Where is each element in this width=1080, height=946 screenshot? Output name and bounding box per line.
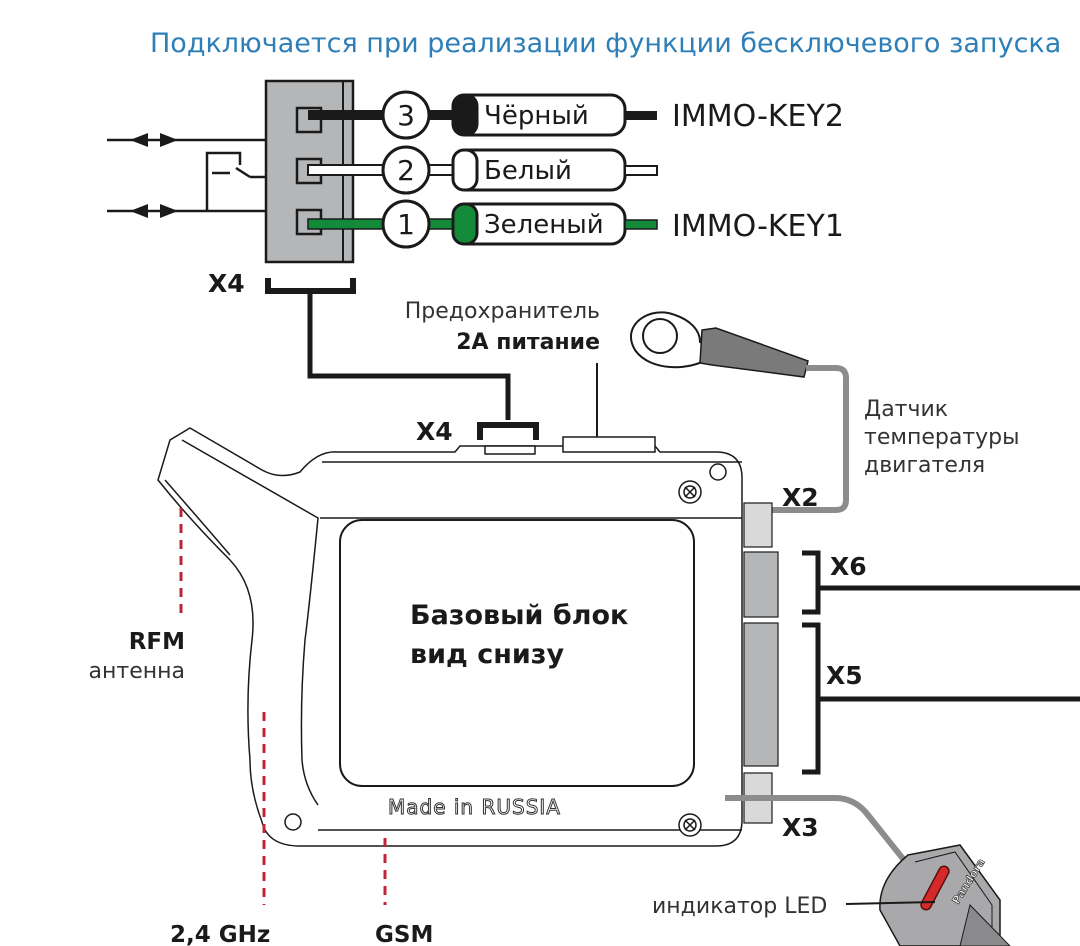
screw-icon [678,480,702,504]
wire-row: 2 Белый [307,145,658,195]
rfm-antenna-title: RFM [129,629,185,655]
pin-number-badge [381,199,431,249]
temp-sensor-label: температуры [864,425,1019,450]
arrow-left-icon [130,133,148,147]
wire-color-name: Чёрный [484,101,589,131]
gsm-antenna-label: GSM [375,922,433,946]
base-unit-subtitle: вид снизу [410,639,564,670]
x6-bracket [802,550,821,615]
wire-row: 3 Чёрный IMMO-KEY2 [308,90,844,140]
fuse-holder [562,436,656,453]
led-pointer [845,901,936,905]
pin-number: 2 [397,154,415,187]
wire-color-swatch [451,202,479,246]
pin-number-badge [381,145,431,195]
led-label: индикатор LED [652,894,827,919]
base-unit-title: Базовый блок [410,600,628,631]
wire-row: 1 Зеленый IMMO-KEY1 [307,199,844,249]
pin-number: 3 [397,99,415,132]
led-indicator: Pandora [879,844,1011,946]
rfm-antenna-subtitle: антенна [89,659,185,684]
temp-sensor-cable [770,365,849,513]
input-line-top [107,133,266,147]
x4-bracket [265,278,356,294]
port-x5 [743,622,779,767]
fuse-rating-label: 2А питание [456,330,600,355]
connector-label-x4: X4 [416,417,453,446]
led-light-icon [920,865,950,911]
wire-color-swatch [451,148,479,192]
arrow-right-icon [160,133,178,147]
signal-name: IMMO-KEY2 [672,99,844,134]
temp-sensor-label: двигателя [864,453,985,478]
port-x4 [484,445,536,455]
diagram-title: Подключается при реализации функции беск… [150,28,1061,59]
temp-sensor-label: Датчик [864,397,948,422]
fuse-label: Предохранитель [405,299,600,324]
switch-icon [205,151,266,211]
x4-cable [307,291,511,420]
x5-bracket [802,622,821,775]
port-x2 [743,502,773,548]
arrow-left-icon [130,204,148,218]
wire-color-name: Белый [484,156,572,186]
side-connectors [743,502,779,824]
connector-label-x4-top: X4 [208,269,245,298]
pin-number-badge [381,90,431,140]
made-in-label: Made in RUSSIA [388,795,561,819]
x4-bracket-unit [477,422,539,440]
base-unit [157,427,743,847]
screw-icon [678,813,702,837]
connector-label-x2: X2 [782,483,819,512]
input-line-bottom [107,204,266,218]
wire-color-name: Зеленый [484,210,604,240]
connector-label-x3: X3 [782,813,819,842]
pin-number: 1 [397,208,415,241]
x3-cable [725,795,915,872]
port-x6 [743,551,779,618]
ring-terminal-icon [630,311,809,378]
connector-label-x5: X5 [826,661,863,690]
connector-label-x6: X6 [830,552,867,581]
ghz-antenna-label: 2,4 GHz [170,922,270,946]
signal-name: IMMO-KEY1 [672,209,844,244]
arrow-right-icon [160,204,178,218]
wire-color-swatch [451,93,479,137]
